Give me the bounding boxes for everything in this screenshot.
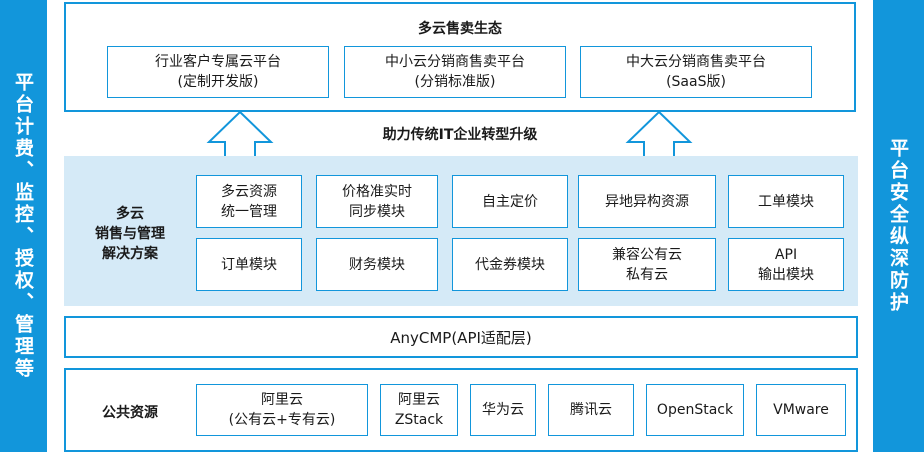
platform-box-sme: 中小云分销商售卖平台 (分销标准版) [344,46,566,98]
platform-box-industry: 行业客户专属云平台 (定制开发版) [107,46,329,98]
provider-box: 华为云 [470,384,536,436]
provider-line1: 阿里云 [398,392,440,408]
module-box: 异地异构资源 [578,175,716,228]
module-line1: 工单模块 [758,193,814,210]
solution-title-line1: 多云 [116,206,144,222]
module-line1: 财务模块 [349,256,405,273]
anycmp-label: AnyCMP(API适配层) [390,328,532,347]
platform-box-line2: (分销标准版) [414,74,496,90]
platform-box-line1: 行业客户专属云平台 [155,54,281,70]
provider-box: VMware [756,384,846,436]
platform-box-line1: 中大云分销商售卖平台 [626,54,766,70]
upgrade-label: 助力传统IT企业转型升级 [382,127,538,143]
right-bar-label: 平台安全纵深防护 [887,138,909,314]
module-box: 订单模块 [196,238,302,291]
module-line1: 价格准实时 [342,183,412,200]
module-line2: 输出模块 [758,266,814,283]
platform-box-line1: 中小云分销商售卖平台 [385,54,525,70]
solution-title-line3: 解决方案 [102,246,158,262]
provider-box: 阿里云 ZStack [380,384,458,436]
left-vertical-bar: 平台计费、监控、授权、管理等 [0,0,47,452]
module-box: API 输出模块 [728,238,844,291]
module-line1: 自主定价 [482,193,538,210]
module-box: 价格准实时 同步模块 [316,175,438,228]
module-line2: 同步模块 [349,203,405,220]
module-line1: API [774,246,798,263]
module-box: 工单模块 [728,175,844,228]
right-vertical-bar: 平台安全纵深防护 [873,0,924,452]
module-line2: 统一管理 [221,203,277,220]
platform-box-line2: (SaaS版) [666,74,726,90]
solution-title: 多云 销售与管理 解决方案 [82,204,178,264]
module-line1: 多云资源 [221,183,277,200]
module-box: 自主定价 [452,175,568,228]
public-resources-title: 公共资源 [102,405,158,421]
provider-box: 腾讯云 [548,384,634,436]
platform-box-large: 中大云分销商售卖平台 (SaaS版) [580,46,812,98]
module-line1: 兼容公有云 [612,246,682,263]
solution-title-line2: 销售与管理 [95,226,165,242]
module-line1: 代金券模块 [475,256,545,273]
module-box: 代金券模块 [452,238,568,291]
module-line2: 私有云 [626,266,668,283]
left-bar-label: 平台计费、监控、授权、管理等 [12,72,34,380]
module-line1: 订单模块 [221,256,277,273]
provider-line2: (公有云+专有云) [228,412,336,428]
provider-line1: 腾讯云 [570,402,612,418]
module-box: 财务模块 [316,238,438,291]
provider-box: OpenStack [646,384,744,436]
provider-line2: ZStack [394,412,444,428]
ecosystem-title: 多云售卖生态 [418,21,502,37]
provider-line1: 华为云 [482,402,524,418]
provider-line1: OpenStack [656,402,734,418]
module-box: 兼容公有云 私有云 [578,238,716,291]
provider-line1: 阿里云 [261,392,303,408]
provider-box: 阿里云 (公有云+专有云) [196,384,368,436]
platform-box-line2: (定制开发版) [177,74,259,90]
module-box: 多云资源 统一管理 [196,175,302,228]
anycmp-layer: AnyCMP(API适配层) [64,316,858,358]
provider-line1: VMware [773,402,829,418]
module-line1: 异地异构资源 [605,193,689,210]
